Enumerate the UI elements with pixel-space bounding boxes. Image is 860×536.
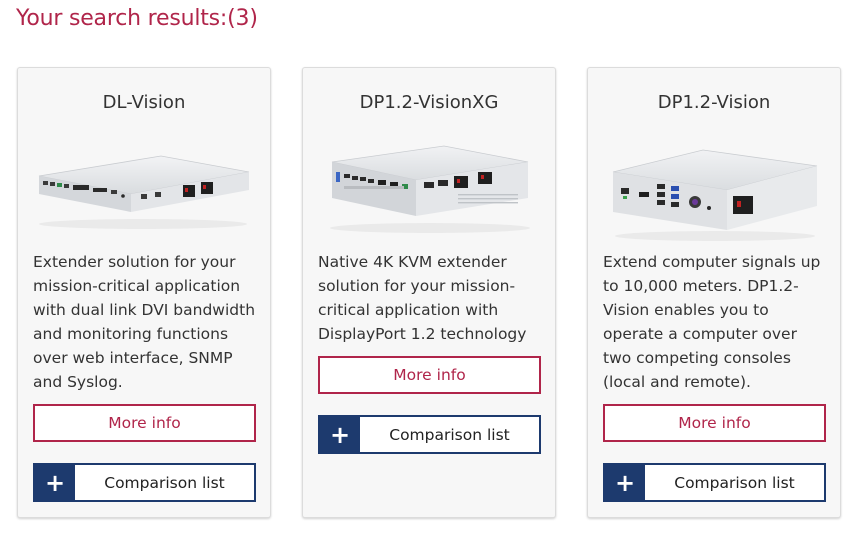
plus-icon: + (605, 465, 645, 500)
plus-icon: + (35, 465, 75, 500)
product-image[interactable] (318, 132, 542, 244)
product-title[interactable]: DP1.2-Vision (657, 92, 771, 113)
comparison-list-label: Comparison list (674, 473, 795, 492)
comparison-list-button[interactable]: + Comparison list (603, 463, 826, 502)
search-results-heading: Your search results:(3) (16, 6, 258, 31)
product-image[interactable] (603, 132, 827, 244)
plus-icon: + (320, 417, 360, 452)
comparison-list-button[interactable]: + Comparison list (318, 415, 541, 454)
comparison-list-label: Comparison list (104, 473, 225, 492)
product-title[interactable]: DP1.2-VisionXG (359, 92, 499, 113)
product-title[interactable]: DL-Vision (102, 92, 186, 113)
more-info-button[interactable]: More info (603, 404, 826, 442)
more-info-button[interactable]: More info (318, 356, 541, 394)
product-image[interactable] (33, 132, 257, 244)
product-description: Extend computer signals up to 10,000 met… (603, 253, 821, 391)
more-info-button[interactable]: More info (33, 404, 256, 442)
comparison-list-button[interactable]: + Comparison list (33, 463, 256, 502)
product-description: Native 4K KVM extender solution for your… (318, 253, 527, 343)
product-card-dp12-vision: DP1.2-Vision (587, 67, 841, 518)
product-description: Extender solution for your mission-criti… (33, 253, 256, 391)
comparison-list-label: Comparison list (389, 425, 510, 444)
product-card-dp12-visionxg: DP1.2-VisionXG (302, 67, 556, 518)
product-card-dl-vision: DL-Vision (17, 67, 271, 518)
